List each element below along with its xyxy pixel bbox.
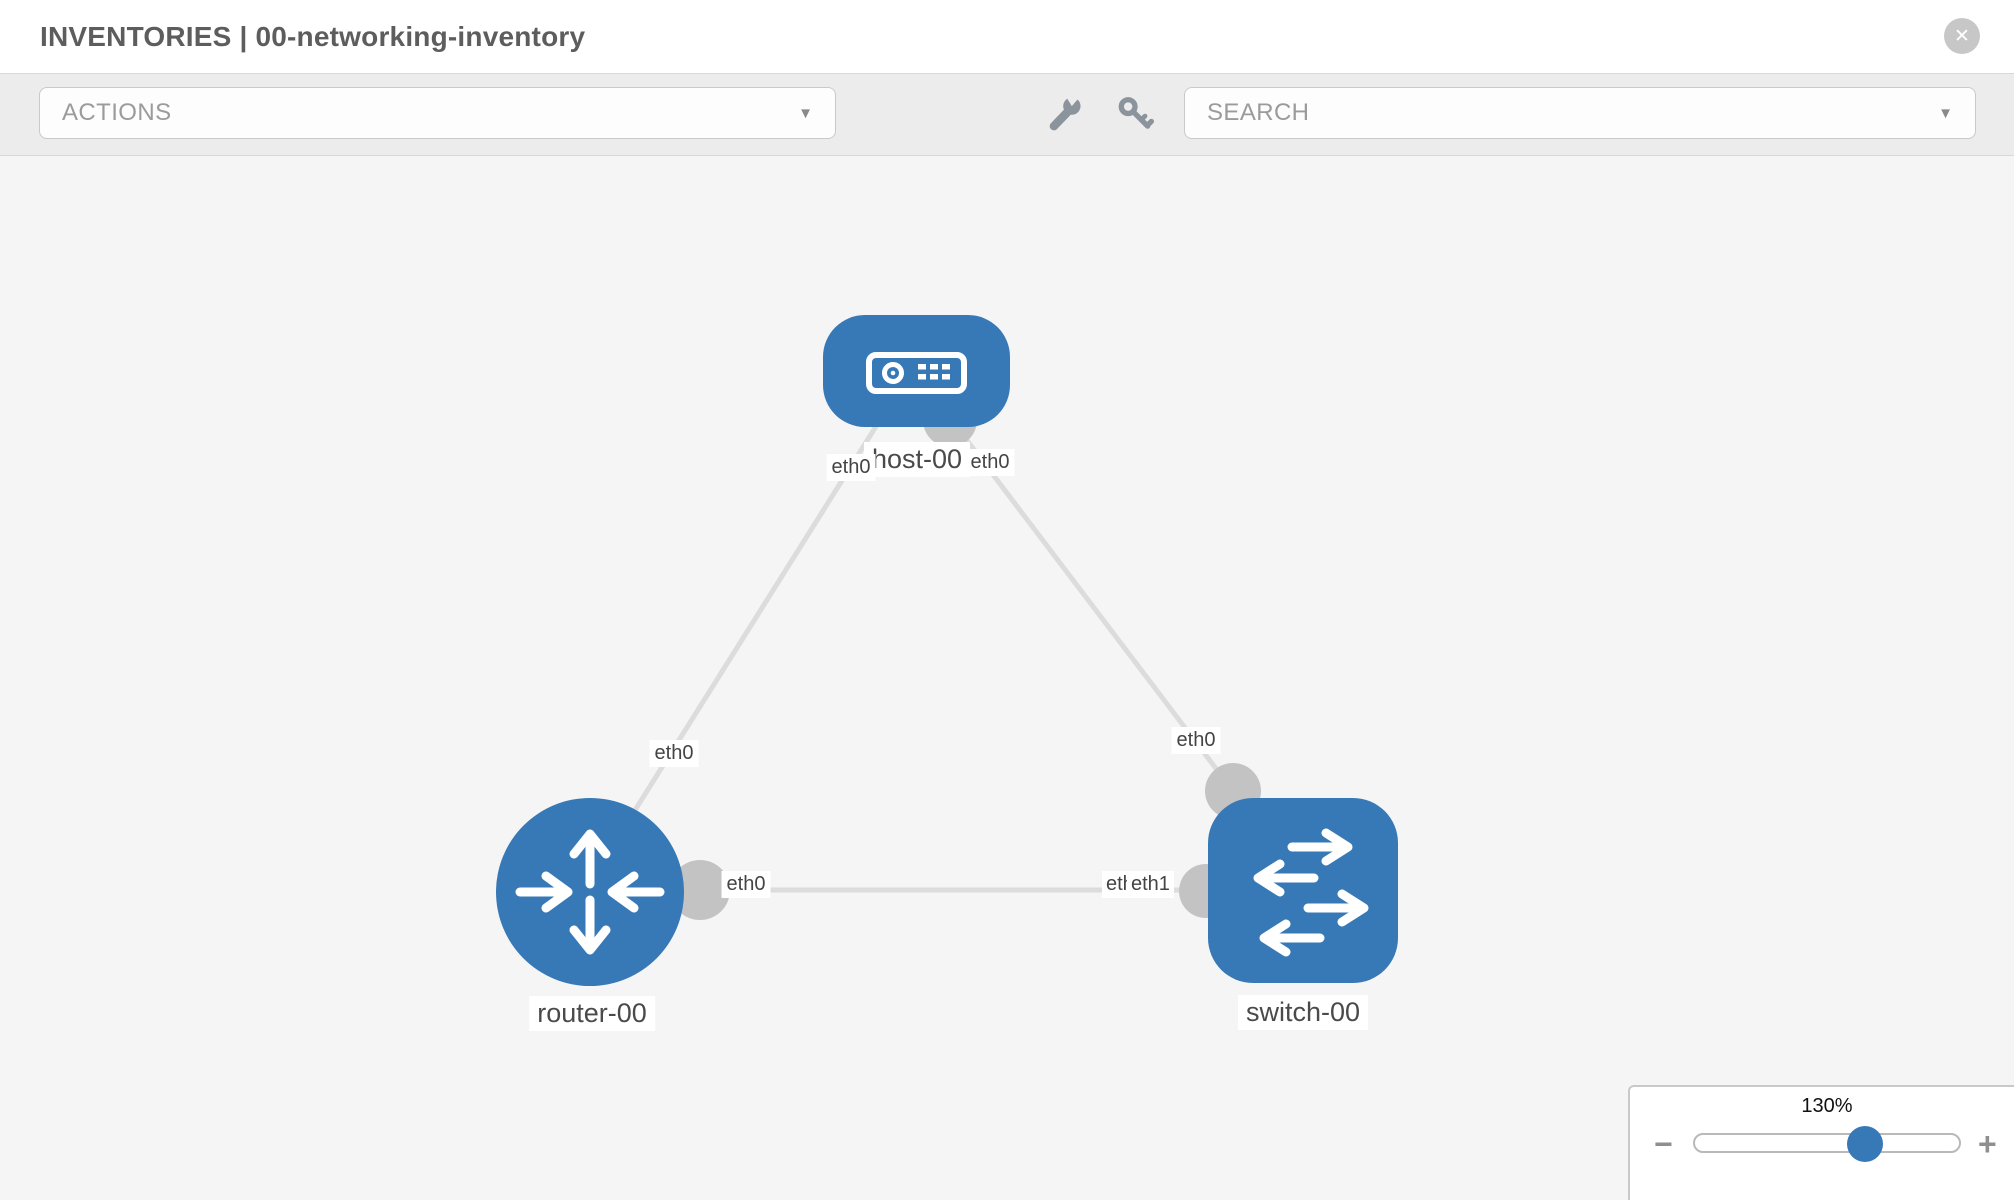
router-icon xyxy=(515,829,665,955)
search-dropdown[interactable]: SEARCH ▼ xyxy=(1184,87,1976,139)
interface-label-host-router-eth0: eth0 xyxy=(826,454,876,481)
interface-label-switch-eth0: eth0 xyxy=(1171,727,1221,754)
chevron-down-icon: ▼ xyxy=(1938,104,1953,122)
zoom-slider-thumb[interactable] xyxy=(1847,1126,1883,1162)
node-label-host: host-00 xyxy=(863,442,971,477)
interface-label-switch-eth1: eth1 xyxy=(1127,871,1174,898)
switch-icon xyxy=(1253,828,1369,957)
node-label-router: router-00 xyxy=(529,996,655,1031)
page-title: INVENTORIES | 00-networking-inventory xyxy=(40,20,586,52)
interface-label-host-switch-eth0: eth0 xyxy=(965,449,1015,476)
node-host-00[interactable] xyxy=(823,315,1010,427)
header: INVENTORIES | 00-networking-inventory ✕ xyxy=(0,0,2014,74)
wrench-icon[interactable] xyxy=(1046,95,1084,133)
link-host-router[interactable] xyxy=(607,418,883,852)
close-button[interactable]: ✕ xyxy=(1944,18,1980,54)
toolbar: ACTIONS ▼ SEARCH ▼ xyxy=(0,74,2014,156)
key-icon[interactable] xyxy=(1116,95,1154,133)
node-switch-00[interactable] xyxy=(1208,798,1398,983)
actions-dropdown-label: ACTIONS xyxy=(62,99,172,126)
zoom-out-button[interactable]: − xyxy=(1654,1126,1673,1162)
interface-label-link-router-eth0: eth0 xyxy=(721,871,771,898)
host-icon xyxy=(866,352,967,394)
interface-circle-router-eth0[interactable] xyxy=(670,860,730,920)
actions-dropdown[interactable]: ACTIONS ▼ xyxy=(39,87,836,139)
close-icon: ✕ xyxy=(1954,25,1970,47)
search-dropdown-label: SEARCH xyxy=(1207,99,1310,126)
interface-label-overlapped: eth0 xyxy=(1102,871,1130,898)
zoom-level-label: 130% xyxy=(1801,1095,1853,1117)
zoom-panel: 130% − + xyxy=(1628,1085,2014,1200)
interface-label-switch-eth1-group: eth0eth1 xyxy=(1102,871,1174,898)
chevron-down-icon: ▼ xyxy=(798,104,813,122)
zoom-slider-track[interactable] xyxy=(1693,1133,1961,1153)
interface-label-router-eth0: eth0 xyxy=(649,740,699,767)
node-router-00[interactable] xyxy=(496,798,684,986)
zoom-in-button[interactable]: + xyxy=(1978,1126,1997,1162)
node-label-switch: switch-00 xyxy=(1237,995,1369,1030)
